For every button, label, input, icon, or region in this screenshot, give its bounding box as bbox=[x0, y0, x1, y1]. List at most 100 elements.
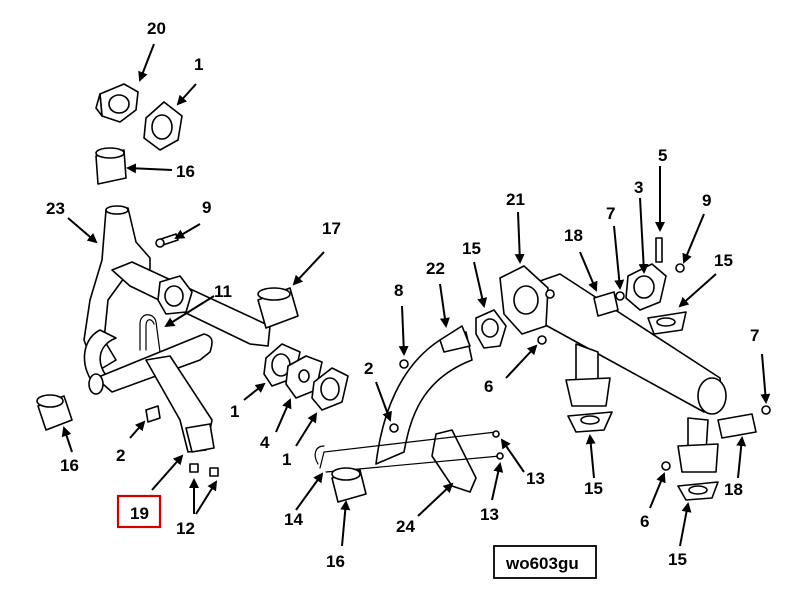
callout-2-left: 2 bbox=[116, 446, 125, 465]
arrow-21 bbox=[514, 211, 525, 264]
arrow-23 bbox=[67, 217, 98, 244]
bracket-18-right bbox=[717, 413, 757, 439]
callout-4: 4 bbox=[260, 433, 270, 452]
flange-20 bbox=[95, 83, 139, 123]
highlight-box-19 bbox=[116, 494, 162, 529]
clamp-16-bottom bbox=[331, 467, 367, 503]
clamp-16-left bbox=[36, 394, 73, 431]
callout-21: 21 bbox=[506, 190, 525, 209]
callout-3: 3 bbox=[634, 178, 643, 197]
arrow-17 bbox=[292, 251, 325, 286]
crossover-pipe-21 bbox=[519, 273, 727, 415]
callout-1-top: 1 bbox=[194, 55, 203, 74]
arrow-16-bottom bbox=[340, 500, 351, 547]
callout-7-top: 7 bbox=[606, 204, 615, 223]
callout-5: 5 bbox=[658, 146, 667, 165]
callout-19: 19 bbox=[130, 504, 149, 523]
arrow-16-left bbox=[61, 426, 73, 453]
callout-15-c: 15 bbox=[584, 479, 603, 498]
rail-flange bbox=[157, 275, 193, 315]
arrow-6-bottom bbox=[649, 472, 666, 509]
nut-6-bottom bbox=[661, 461, 671, 471]
gasket-1-low bbox=[311, 367, 349, 411]
flange-21 bbox=[499, 265, 555, 335]
arrow-3 bbox=[638, 197, 649, 274]
arrow-20 bbox=[138, 43, 155, 82]
nut-7-right bbox=[761, 405, 771, 415]
nut-7-top bbox=[615, 291, 625, 301]
callout-20: 20 bbox=[147, 19, 166, 38]
callout-9-right: 9 bbox=[702, 191, 711, 210]
arrow-1-low bbox=[295, 412, 318, 447]
arrow-15-d bbox=[679, 502, 692, 547]
arrow-8 bbox=[398, 305, 409, 356]
callout-14: 14 bbox=[284, 510, 303, 529]
arrow-9-left bbox=[174, 223, 201, 240]
callout-13-a: 13 bbox=[526, 469, 545, 488]
bolt-9-right bbox=[675, 263, 685, 273]
arrow-7-right bbox=[760, 353, 771, 404]
callout-6-mid: 6 bbox=[484, 377, 493, 396]
callout-15-b: 15 bbox=[714, 251, 733, 270]
hanger-11 bbox=[139, 314, 215, 453]
callout-16-top: 16 bbox=[176, 162, 195, 181]
callout-9-left: 9 bbox=[202, 198, 211, 217]
arrow-6-mid bbox=[505, 344, 538, 379]
bracket-24 bbox=[431, 429, 477, 493]
arrow-15-b bbox=[678, 273, 717, 308]
nut-13-b bbox=[496, 452, 504, 460]
arrow-18-right bbox=[736, 436, 747, 479]
bracket-rail bbox=[111, 261, 271, 347]
callout-1-low: 1 bbox=[282, 450, 291, 469]
callout-18-top: 18 bbox=[564, 226, 583, 245]
gasket-15-b bbox=[647, 311, 687, 335]
arrow-1-top bbox=[176, 83, 197, 106]
callout-8: 8 bbox=[394, 281, 403, 300]
bolt-2-mid bbox=[389, 423, 399, 433]
arrow-2-mid bbox=[375, 381, 392, 422]
gasket-15-a bbox=[475, 309, 507, 349]
left-exhaust-assembly bbox=[36, 83, 349, 477]
pipe-22 bbox=[375, 325, 473, 465]
arrow-16-top bbox=[126, 163, 173, 174]
arrow-7-top bbox=[613, 225, 625, 290]
callout-labels: 20 1 16 23 9 17 11 1 4 1 2 16 19 12 8 22… bbox=[46, 19, 759, 571]
callout-24: 24 bbox=[396, 517, 415, 536]
bracket-18-top bbox=[593, 291, 619, 317]
drop-pipe-right bbox=[677, 417, 719, 473]
leader-arrows bbox=[61, 43, 771, 547]
gasket-15-d bbox=[677, 481, 719, 501]
bolt-2-left bbox=[145, 405, 161, 423]
figure-reference: wo603gu bbox=[493, 545, 597, 579]
nut-13-a bbox=[492, 430, 500, 438]
callout-7-right: 7 bbox=[750, 326, 759, 345]
clamp-17 bbox=[257, 287, 299, 329]
arrow-24 bbox=[417, 482, 454, 517]
callout-17: 17 bbox=[322, 219, 341, 238]
clamp-16-top bbox=[95, 147, 127, 185]
bolt-5 bbox=[655, 237, 663, 263]
flange-3 bbox=[625, 263, 667, 311]
callout-18-right: 18 bbox=[724, 480, 743, 499]
callout-1-mid: 1 bbox=[230, 402, 239, 421]
gasket-15-c bbox=[567, 411, 613, 433]
arrow-1-mid bbox=[243, 382, 266, 401]
arrow-13-b bbox=[491, 462, 504, 501]
arrow-19 bbox=[151, 454, 184, 491]
arrow-15-c bbox=[585, 434, 596, 479]
arrow-12-b bbox=[195, 480, 218, 515]
callout-16-left: 16 bbox=[60, 456, 79, 475]
arrow-13-a bbox=[500, 438, 525, 473]
nut-6-mid bbox=[537, 335, 547, 345]
arrow-18-top bbox=[579, 251, 598, 292]
arrow-11 bbox=[164, 295, 215, 328]
drop-pipe-mid bbox=[565, 343, 611, 407]
callout-11: 11 bbox=[214, 282, 232, 301]
callout-16-bottom: 16 bbox=[326, 552, 345, 571]
figure-reference-code: wo603gu bbox=[505, 554, 579, 573]
gasket-1-top bbox=[143, 101, 183, 151]
callout-13-b: 13 bbox=[480, 505, 499, 524]
bolt-8 bbox=[399, 359, 409, 369]
callout-12: 12 bbox=[176, 519, 195, 538]
arrow-4 bbox=[275, 398, 292, 433]
